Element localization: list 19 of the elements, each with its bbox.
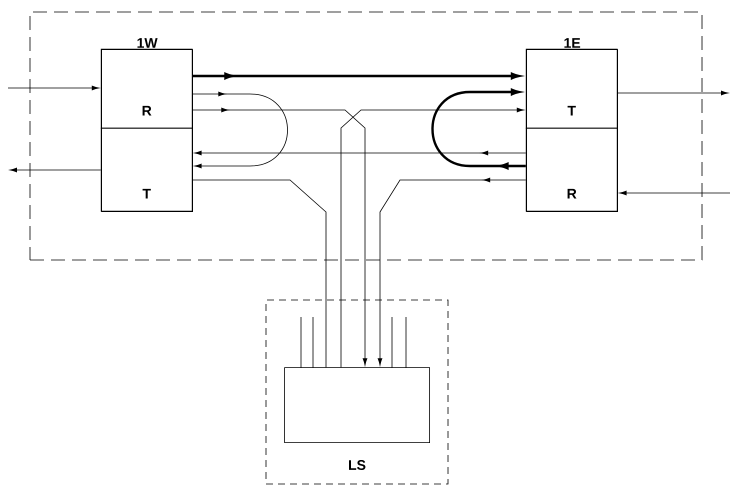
arrow	[431, 88, 526, 170]
arrow	[192, 92, 288, 168]
arrow	[617, 90, 728, 96]
dashed-frame: LS	[266, 300, 448, 484]
arrow	[8, 86, 99, 90]
unit-section: R	[526, 128, 618, 212]
arrow	[194, 150, 526, 156]
arrow	[378, 178, 526, 366]
arrow	[340, 108, 524, 368]
dashed-frame	[30, 12, 702, 260]
switch-box	[284, 367, 430, 443]
arrow	[619, 190, 730, 196]
unit-section: T	[100, 128, 193, 212]
arrow	[10, 168, 102, 172]
arrow	[192, 108, 368, 366]
node-label: 1E	[564, 38, 580, 48]
node-label: 1W	[137, 38, 158, 48]
unit-section: R	[100, 48, 193, 129]
unit-section: T	[526, 48, 618, 129]
